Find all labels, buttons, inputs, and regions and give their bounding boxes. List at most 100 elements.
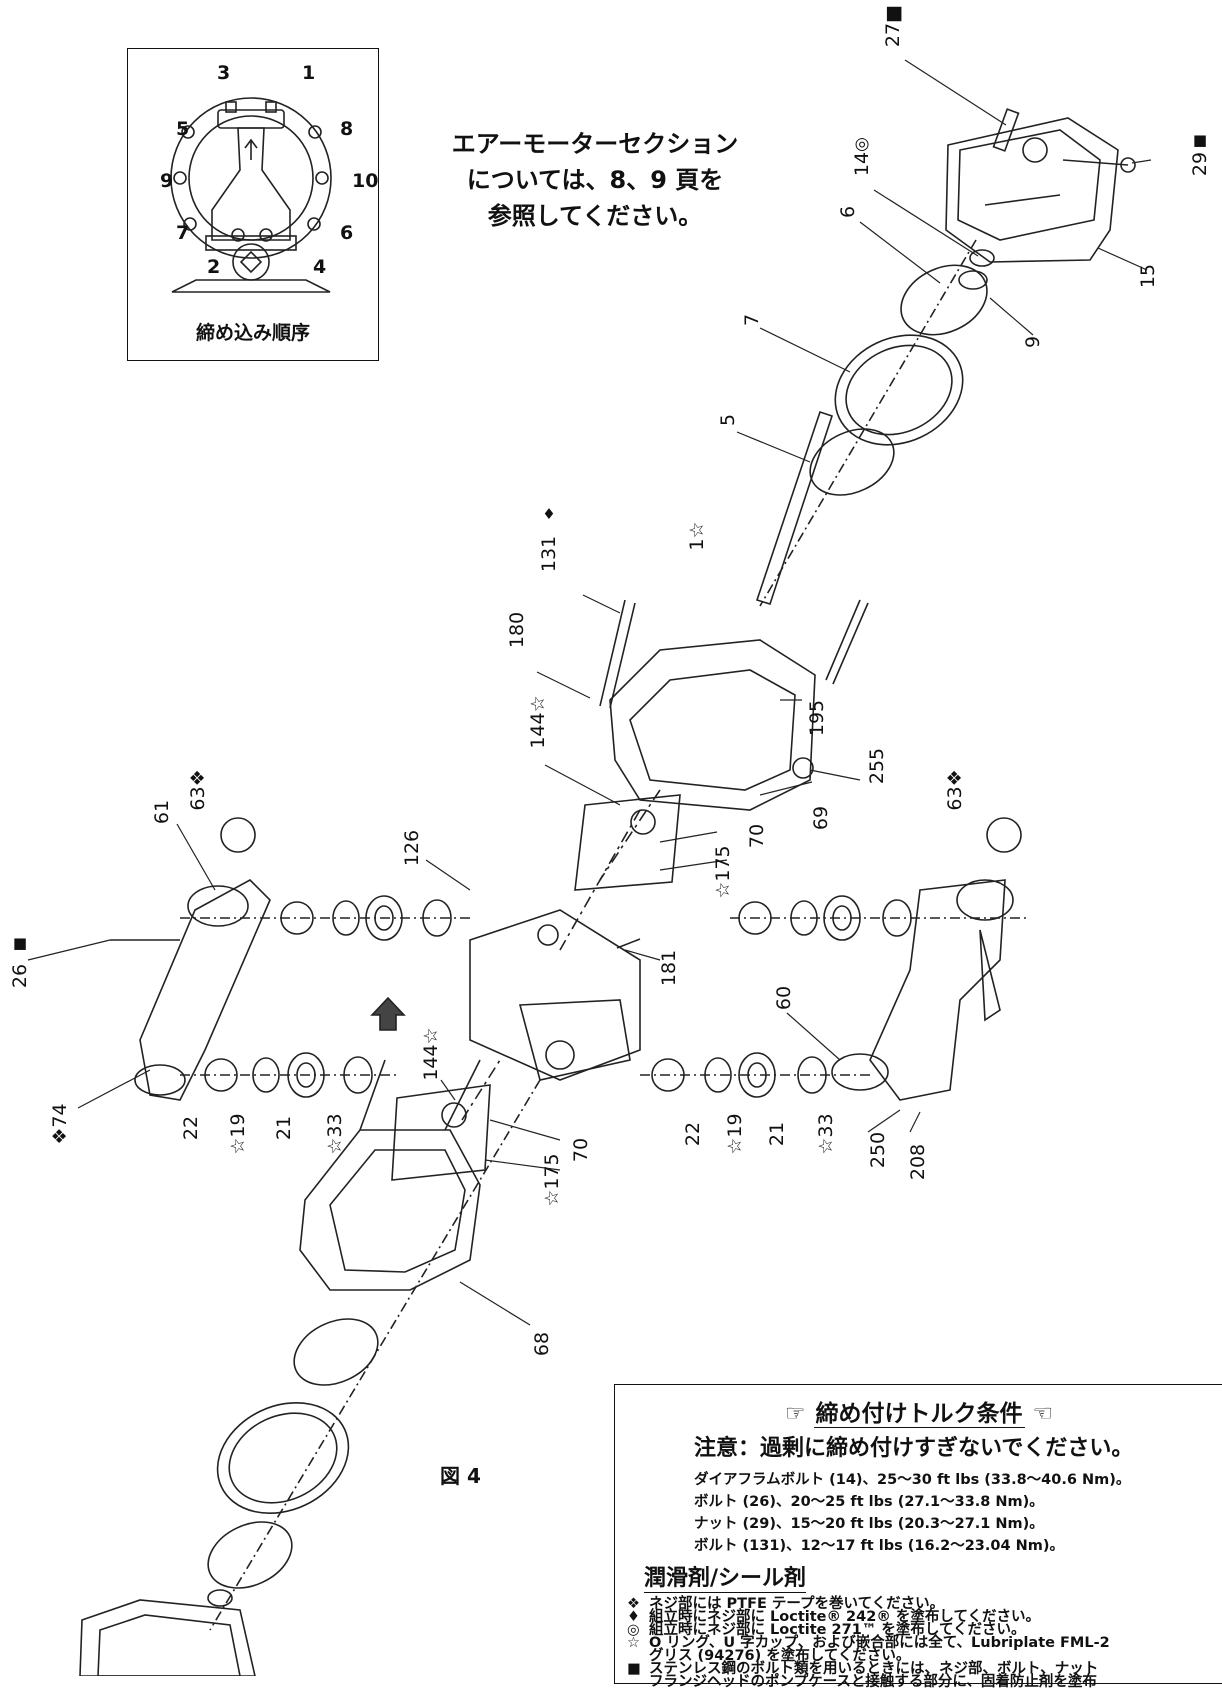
grease-marker-icon: ☆ (627, 1635, 640, 1651)
callout-7: 7 (741, 313, 763, 327)
callout-208: 208 (907, 1143, 929, 1181)
callout-175-upper: ☆175 (712, 845, 734, 899)
inset-number-4: 4 (313, 256, 327, 278)
lower-chamber-drawing (299, 1059, 481, 1291)
callout-9: 9 (1022, 335, 1044, 349)
torque-line-3: ナット (29)、15～20 ft lbs (20.3～27.1 Nm)。 (694, 1516, 1044, 1532)
torque-title: ☞ 締め付けトルク条件 ☜ (614, 1394, 1222, 1428)
callout-14: 14 (851, 151, 873, 177)
callout-61: 61 (151, 799, 173, 825)
loctite-271-icon: ◎ (627, 1622, 640, 1638)
stainless-marker-26-icon: ■ (12, 934, 28, 952)
leader-lines (27, 59, 1152, 1326)
center-block-drawing (599, 599, 869, 811)
inset-number-9: 9 (160, 170, 174, 192)
lube-item-7: フランジヘッドのポンプケースと接触する部分に、固着防止剤を塗布 (627, 1670, 1097, 1691)
lube-item-6-text: ステンレス鋼のボルト類を用いるときには、ネジ部、ボルト、ナット (649, 1661, 1099, 1677)
callout-60: 60 (773, 985, 795, 1011)
lube-title: 潤滑剤/シール剤 (644, 1560, 807, 1593)
callout-19-left: ☆19 (227, 1113, 249, 1155)
stainless-marker-legend-icon: ■ (627, 1661, 641, 1677)
callout-19-right: ☆19 (724, 1113, 746, 1155)
callout-250: 250 (867, 1131, 889, 1169)
callout-144-lower: 144☆ (420, 1027, 442, 1081)
tightening-order-box (127, 48, 379, 361)
callout-21-left: 21 (273, 1115, 295, 1141)
lube-item-5-text: グリス (94276) を塗布してください。 (649, 1648, 911, 1664)
inset-number-2: 2 (207, 256, 221, 278)
callout-68: 68 (531, 1331, 553, 1357)
callout-63-left: 63❖ (187, 769, 209, 811)
callout-74: ❖74 (49, 1103, 71, 1145)
air-motor-note-line-3: 参照してください。 (487, 202, 703, 230)
gasket-upper-drawing (574, 794, 681, 891)
callout-69: 69 (810, 805, 832, 831)
right-manifold-drawing (831, 817, 1022, 1101)
callout-33-right: ☆33 (815, 1113, 837, 1155)
inset-number-7: 7 (176, 222, 190, 244)
loctite-242-marker-icon: ♦ (542, 505, 556, 523)
callout-144-upper: 144☆ (527, 695, 549, 749)
figure-label: 図 4 (440, 1464, 481, 1488)
callout-126: 126 (401, 829, 423, 867)
air-motor-note: エアーモーターセクション については、8、9 頁を 参照してください。 (430, 126, 760, 234)
callout-195: 195 (806, 699, 828, 737)
callout-22-left: 22 (180, 1115, 202, 1141)
callout-15: 15 (1137, 263, 1159, 289)
callout-180: 180 (506, 611, 528, 649)
inset-pump-drawing (170, 97, 332, 293)
callout-5: 5 (717, 413, 739, 427)
callout-22-right: 22 (682, 1121, 704, 1147)
bottom-chamber-drawing (79, 1599, 256, 1676)
pointing-right-icon: ☞ (784, 1401, 806, 1427)
callout-70-upper: 70 (746, 823, 768, 849)
lube-item-6: ■ ステンレス鋼のボルト類を用いるときには、ネジ部、ボルト、ナット (627, 1657, 1098, 1678)
lower-diaphragm-drawing (207, 1079, 541, 1631)
loctite-242-icon: ♦ (627, 1609, 640, 1625)
inset-number-3: 3 (217, 62, 231, 84)
callout-1: 1☆ (686, 521, 708, 551)
callout-70-lower: 70 (570, 1137, 592, 1163)
ptfe-marker-icon: ❖ (627, 1596, 640, 1612)
air-motor-drawing (469, 909, 641, 1081)
lube-item-1-text: ネジ部には PTFE テープを巻いてください。 (649, 1596, 945, 1612)
lube-item-2: ♦ 組立時にネジ部に Loctite® 242® を塗布してください。 (627, 1605, 1040, 1626)
callout-21-right: 21 (766, 1121, 788, 1147)
lube-item-3-text: 組立時にネジ部に Loctite 271™ を塗布してください。 (649, 1622, 1026, 1638)
left-manifold-drawing (110, 817, 271, 1101)
callout-63-right: 63❖ (944, 769, 966, 811)
callout-181: 181 (658, 949, 680, 987)
torque-caution: 注意：過剰に締め付けすぎないでください。 (694, 1436, 1134, 1461)
callout-33-left: ☆33 (324, 1113, 346, 1155)
inset-number-10: 10 (352, 170, 379, 192)
callout-255: 255 (866, 747, 888, 785)
upper-chamber-drawing (945, 108, 1136, 263)
pointing-left-icon: ☜ (1032, 1401, 1054, 1427)
air-motor-note-line-1: エアーモーターセクション (451, 130, 739, 158)
lube-item-7-text: フランジヘッドのポンプケースと接触する部分に、固着防止剤を塗布 (649, 1674, 1097, 1690)
callout-26: 26 (9, 963, 31, 989)
callout-27: 27■ (882, 4, 904, 48)
callout-6: 6 (837, 205, 859, 219)
diaphragm-stack-drawing (755, 239, 995, 607)
callout-131: 131 (538, 535, 560, 573)
loctite-271-marker-icon: ◎ (854, 134, 870, 154)
inset-number-1: 1 (302, 62, 316, 84)
lube-item-1: ❖ ネジ部には PTFE テープを巻いてください。 (627, 1592, 944, 1613)
lube-item-3: ◎ 組立時にネジ部に Loctite 271™ を塗布してください。 (627, 1618, 1026, 1639)
torque-line-4: ボルト (131)、12～17 ft lbs (16.2～23.04 Nm)。 (694, 1538, 1064, 1554)
up-arrow-icon (370, 996, 406, 1031)
lube-item-5: グリス (94276) を塗布してください。 (627, 1644, 910, 1665)
lube-item-2-text: 組立時にネジ部に Loctite® 242® を塗布してください。 (649, 1609, 1041, 1625)
tightening-order-caption: 締め込み順序 (195, 322, 310, 344)
torque-line-2: ボルト (26)、20～25 ft lbs (27.1～33.8 Nm)。 (694, 1494, 1044, 1510)
torque-title-text: 締め付けトルク条件 (813, 1401, 1025, 1428)
lube-item-4: ☆O リング、U 字カップ、および嵌合部には全て、Lubriplate FML-… (627, 1631, 1110, 1652)
right-checks-drawing (640, 895, 1030, 1098)
callout-29: 29 (1189, 151, 1211, 177)
inset-number-8: 8 (340, 118, 354, 140)
left-checks-drawing (180, 895, 470, 1098)
stainless-marker-icon: ■ (1192, 131, 1208, 149)
air-motor-note-line-2: については、8、9 頁を (466, 166, 724, 194)
